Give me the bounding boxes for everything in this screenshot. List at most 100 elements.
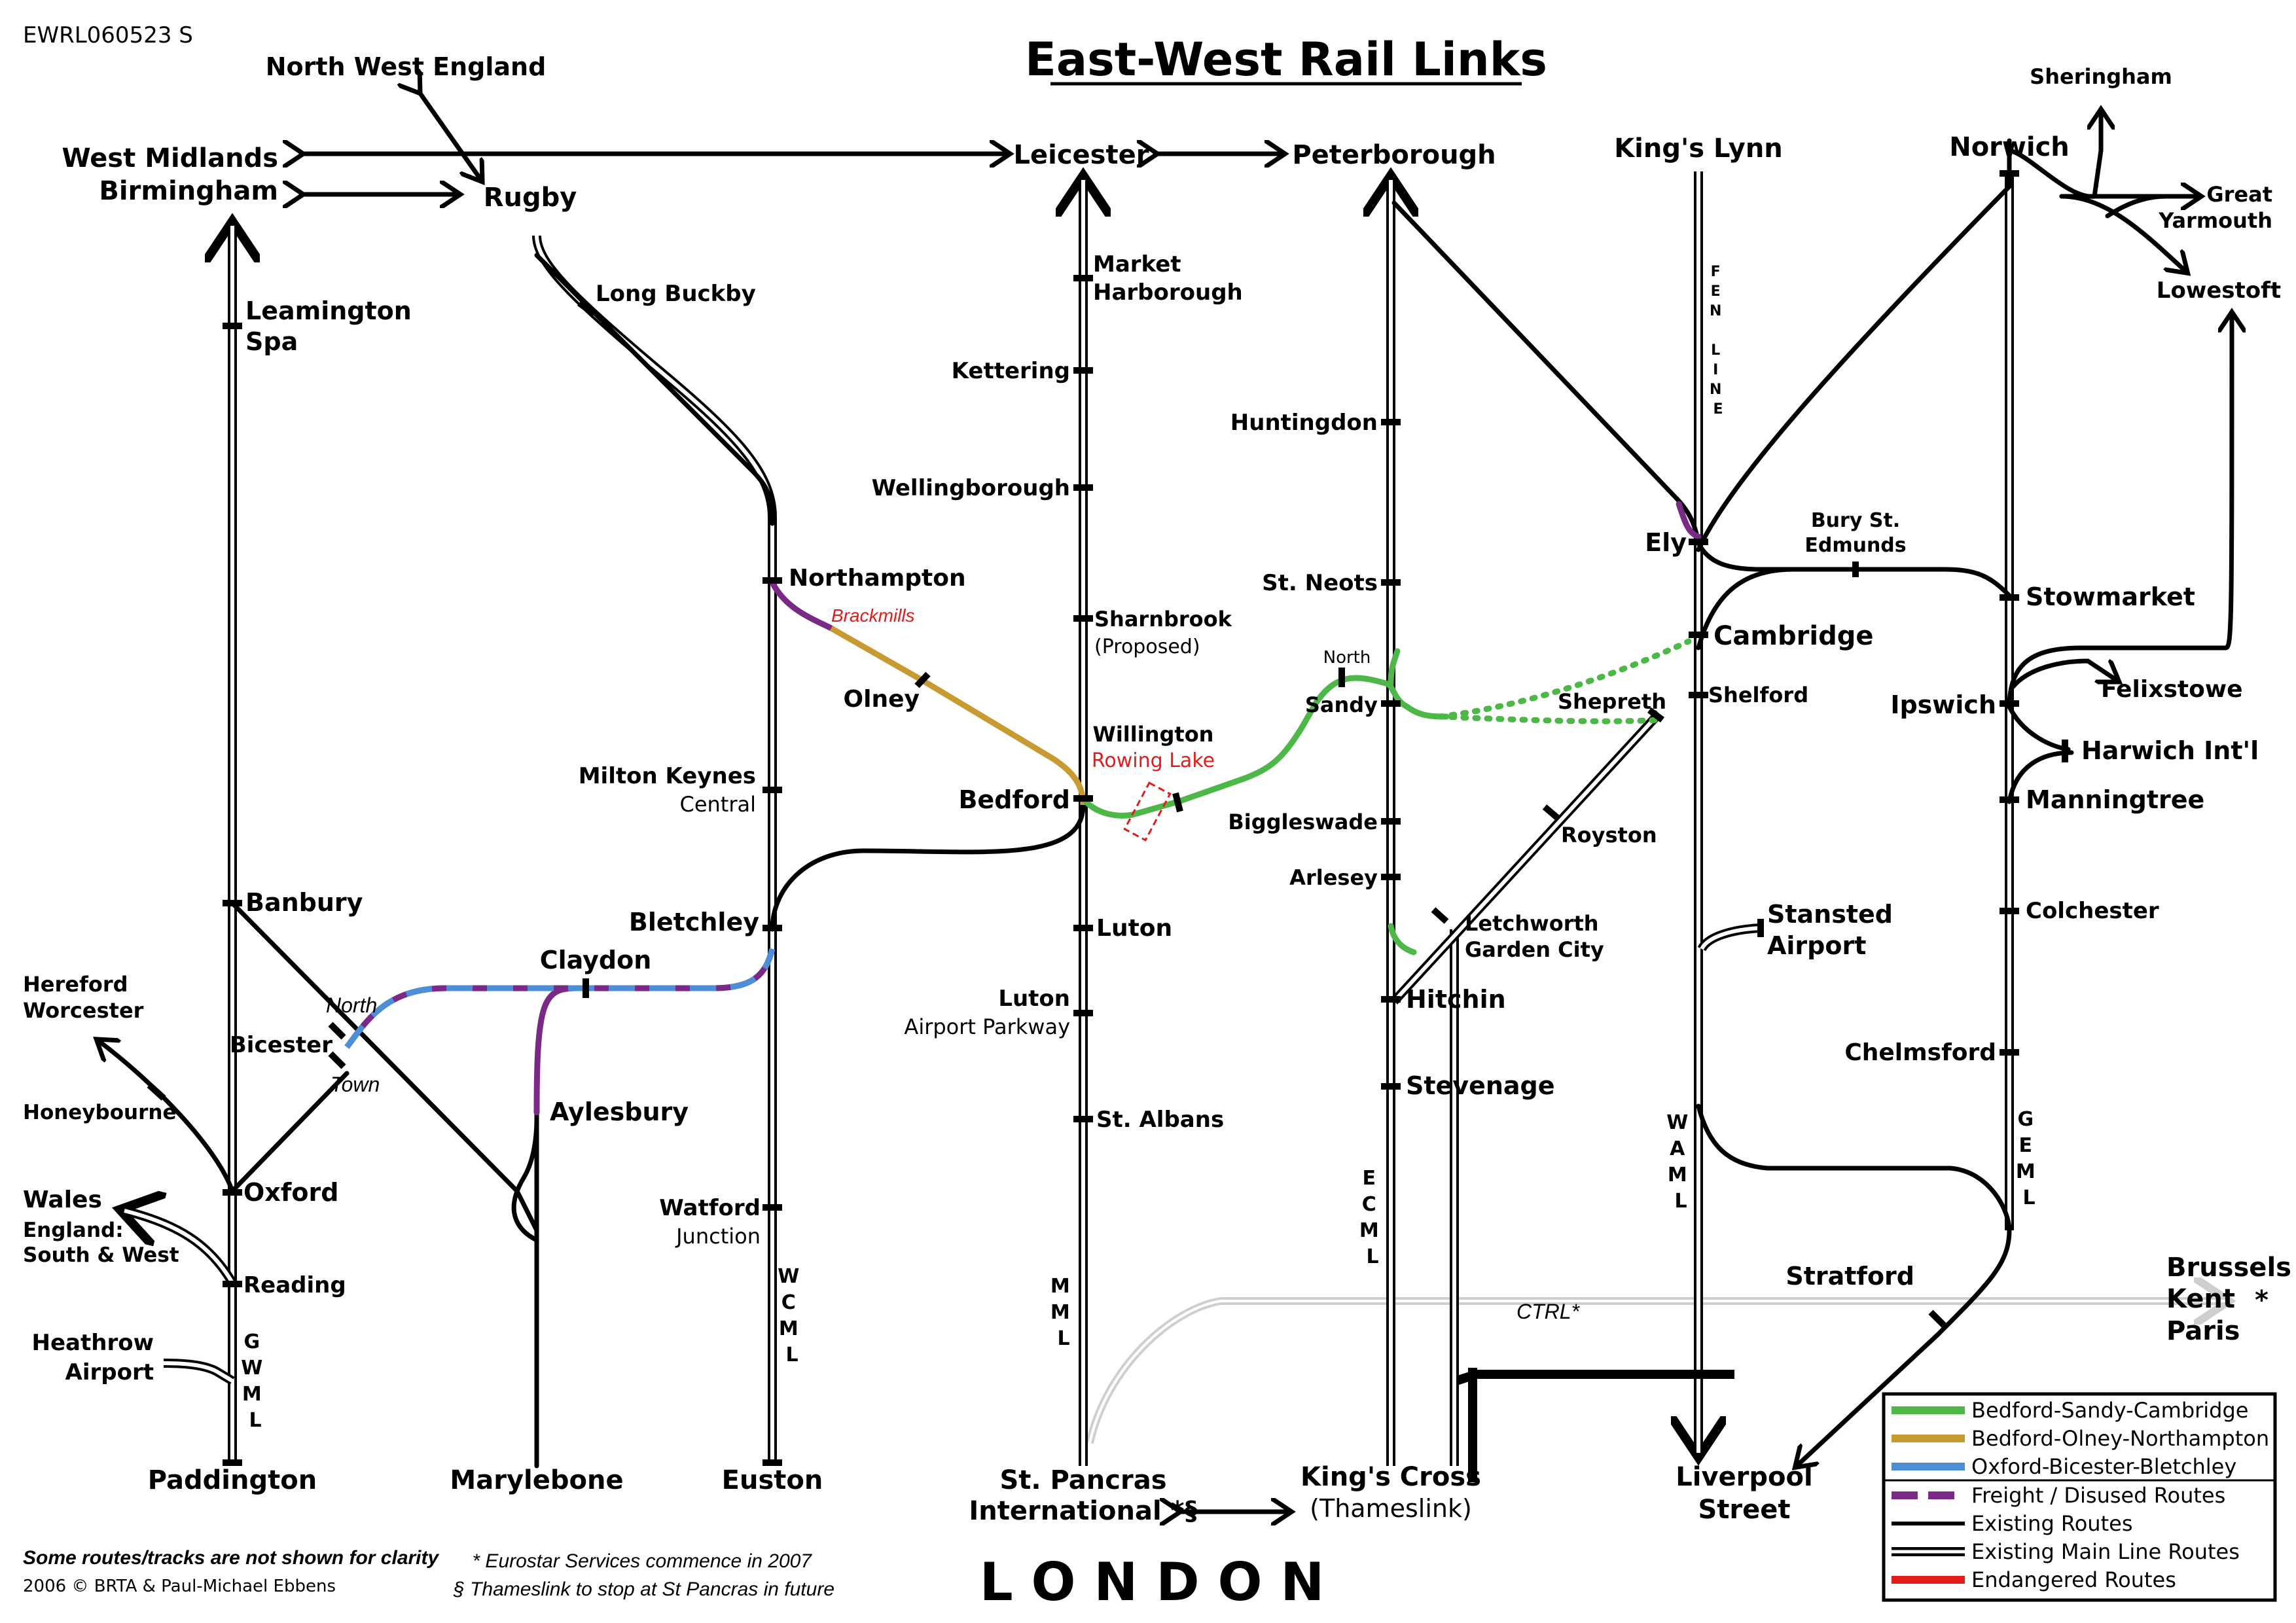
station-garden-city: Garden City xyxy=(1465,937,1604,962)
freight-routes xyxy=(344,501,1702,1116)
station-stansted-airport: Airport xyxy=(1767,931,1866,960)
station-rowing-lake: Rowing Lake xyxy=(1092,749,1215,772)
station-biggleswade: Biggleswade xyxy=(1228,810,1378,834)
station-st-albans: St. Albans xyxy=(1096,1107,1224,1133)
label-leicester: Leicester xyxy=(1014,140,1149,170)
line-waml: W A M L xyxy=(1666,1111,1695,1213)
line-ctrl: CTRL* xyxy=(1516,1300,1581,1323)
station-watford-junction: Junction xyxy=(675,1224,761,1249)
station-huntingdon: Huntingdon xyxy=(1230,410,1378,436)
legend-item-5: Existing Routes xyxy=(1971,1511,2132,1536)
legend-item-1: Bedford-Sandy-Cambridge xyxy=(1971,1398,2248,1423)
label-eurostar-star: * xyxy=(2255,1285,2269,1315)
legend-item-2: Bedford-Olney-Northampton xyxy=(1971,1426,2269,1451)
station-stansted: Stansted xyxy=(1767,900,1893,929)
footer: Some routes/tracks are not shown for cla… xyxy=(23,1547,834,1600)
station-bury: Bury St. xyxy=(1811,509,1900,532)
destination-arrows xyxy=(301,92,1289,1512)
map-title: East-West Rail Links xyxy=(1025,33,1547,86)
label-north-west-england: North West England xyxy=(266,52,547,81)
station-arlesey: Arlesey xyxy=(1289,865,1378,890)
station-milton-keynes-central: Central xyxy=(679,792,756,817)
station-stratford: Stratford xyxy=(1785,1262,1914,1291)
station-luton: Luton xyxy=(1096,915,1172,942)
footer-note: Some routes/tracks are not shown for cla… xyxy=(23,1547,440,1569)
station-thameslink: (Thameslink) xyxy=(1310,1494,1472,1523)
station-airport-parkway: Airport Parkway xyxy=(904,1014,1070,1039)
station-sharnbrook: Sharnbrook xyxy=(1094,607,1232,632)
label-lowestoft: Lowestoft xyxy=(2157,277,2281,304)
station-letchworth: Letchworth xyxy=(1465,911,1599,936)
station-hitchin: Hitchin xyxy=(1406,985,1506,1014)
label-england: England: xyxy=(23,1219,124,1242)
station-harborough: Harborough xyxy=(1093,279,1243,306)
existing-routes xyxy=(98,111,2232,1466)
label-heathrow: Heathrow xyxy=(32,1330,154,1356)
station-willington: Willington xyxy=(1093,722,1214,747)
ctrl-line xyxy=(1086,1301,2225,1444)
station-paddington: Paddington xyxy=(148,1465,317,1495)
station-ely: Ely xyxy=(1645,528,1687,557)
station-marylebone: Marylebone xyxy=(450,1465,623,1495)
station-honeybourne: Honeybourne xyxy=(23,1101,176,1124)
station-bicester-town: Town xyxy=(331,1073,380,1096)
station-long-buckby: Long Buckby xyxy=(596,281,756,307)
station-market: Market xyxy=(1093,251,1181,277)
label-great: Great xyxy=(2206,182,2272,207)
station-st-neots: St. Neots xyxy=(1262,570,1378,596)
station-shelford: Shelford xyxy=(1708,683,1808,707)
footer-eurostar: * Eurostar Services commence in 2007 xyxy=(472,1550,812,1572)
label-airport: Airport xyxy=(65,1359,154,1385)
map-code: EWRL060523 S xyxy=(23,22,193,48)
label-brussels: Brussels xyxy=(2166,1253,2291,1283)
willington-endangered-box xyxy=(1123,781,1172,842)
line-gwml: G W M L xyxy=(241,1330,270,1432)
station-wellingborough: Wellingborough xyxy=(872,475,1070,501)
station-stevenage: Stevenage xyxy=(1406,1071,1555,1100)
station-bicester-north: North xyxy=(326,993,377,1017)
station-reading: Reading xyxy=(243,1272,346,1298)
station-manningtree: Manningtree xyxy=(2026,785,2204,814)
legend-item-6: Existing Main Line Routes xyxy=(1971,1539,2240,1564)
station-street: Street xyxy=(1698,1495,1790,1525)
station-liverpool: Liverpool xyxy=(1676,1462,1812,1492)
station-felixstowe: Felixstowe xyxy=(2101,676,2243,703)
label-hereford: Hereford xyxy=(23,972,128,997)
station-leamington-spa: Spa xyxy=(245,327,298,356)
station-milton-keynes: Milton Keynes xyxy=(579,763,756,789)
station-st-pancras-intl: International *§ xyxy=(969,1496,1197,1526)
label-sheringham: Sheringham xyxy=(2030,64,2172,89)
station-cambridge: Cambridge xyxy=(1713,621,1874,651)
station-ipswich: Ipswich xyxy=(1890,690,1996,719)
line-fen: F E N L I N E xyxy=(1710,264,1727,418)
station-bletchley: Bletchley xyxy=(629,908,759,936)
station-edmunds: Edmunds xyxy=(1804,534,1906,557)
label-west-midlands: West Midlands xyxy=(62,143,278,173)
line-names: G W M L W C M L M M L E C M L F E N L I xyxy=(241,264,2035,1432)
label-peterborough: Peterborough xyxy=(1292,140,1496,170)
station-shepreth: Shepreth xyxy=(1558,689,1666,714)
label-worcester: Worcester xyxy=(23,998,144,1023)
label-yarmouth: Yarmouth xyxy=(2158,208,2272,233)
station-euston: Euston xyxy=(722,1465,823,1495)
station-aylesbury: Aylesbury xyxy=(550,1097,689,1126)
station-kettering: Kettering xyxy=(952,358,1070,384)
label-norwich: Norwich xyxy=(1949,132,2070,162)
station-sandy-north: North xyxy=(1323,648,1371,668)
station-northampton: Northampton xyxy=(789,565,966,592)
line-ecml: E C M L xyxy=(1359,1167,1386,1268)
station-claydon: Claydon xyxy=(540,946,652,974)
station-luton-ap: Luton xyxy=(998,986,1070,1012)
station-stowmarket: Stowmarket xyxy=(2026,582,2195,611)
station-harwich: Harwich Int'l xyxy=(2081,736,2259,765)
station-royston: Royston xyxy=(1561,823,1657,847)
station-watford: Watford xyxy=(659,1195,761,1221)
station-leamington: Leamington xyxy=(245,296,412,325)
label-kent: Kent xyxy=(2166,1284,2235,1314)
station-olney: Olney xyxy=(844,686,920,713)
label-rugby: Rugby xyxy=(484,183,577,213)
station-bedford: Bedford xyxy=(958,785,1070,814)
station-bicester: Bicester xyxy=(230,1032,332,1058)
station-sharnbrook-proposed: (Proposed) xyxy=(1094,635,1200,658)
